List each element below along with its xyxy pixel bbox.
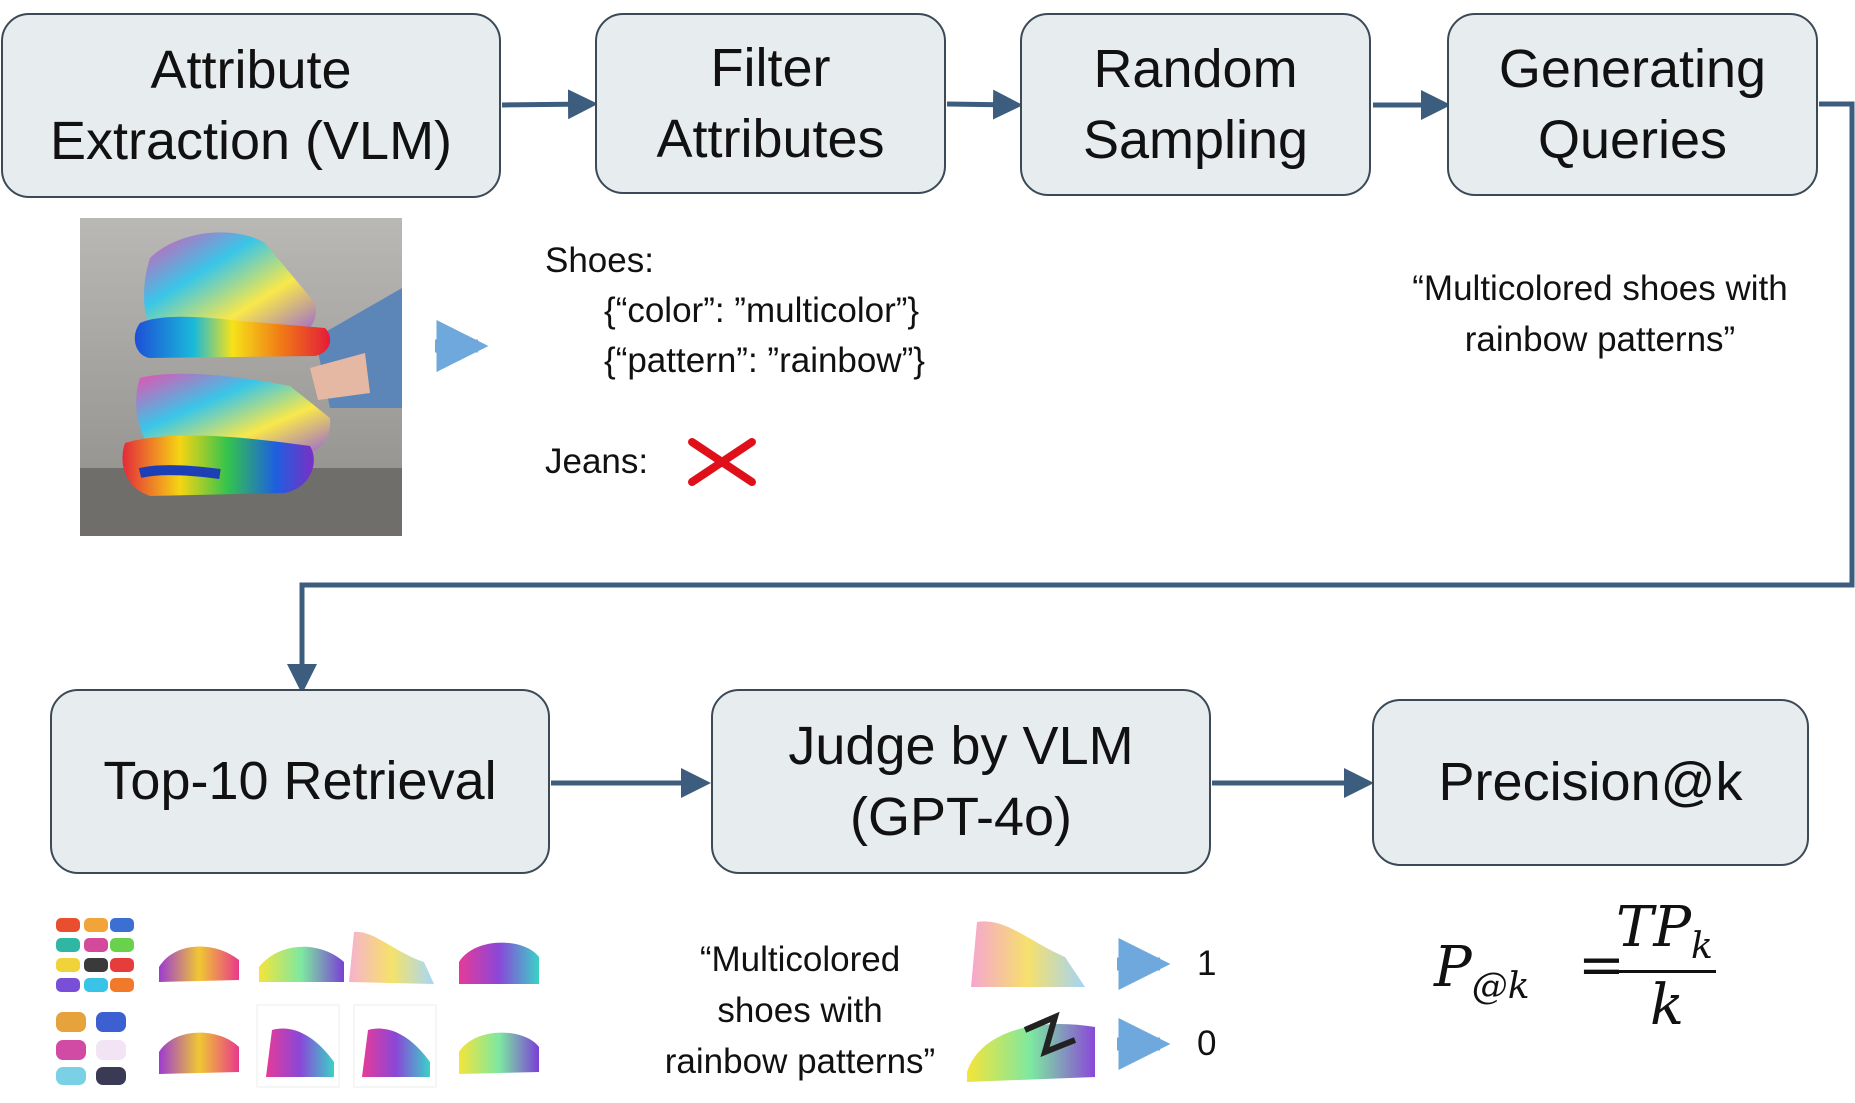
step-precision-at-k-label: Precision@k (1438, 752, 1743, 813)
judged-shoe-thumbnails (967, 921, 1095, 1082)
step-top10-retrieval: Top-10 Retrieval (50, 689, 550, 874)
step-random-sampling-line1: Random (1093, 39, 1298, 100)
step-precision-at-k: Precision@k (1372, 699, 1809, 866)
judged-shoe-images (965, 912, 1105, 1087)
formula-equals: = (1578, 933, 1625, 998)
step-random-sampling: Random Sampling (1020, 13, 1371, 196)
input-shoe-image (80, 218, 402, 536)
arrow-queries-to-retrieval (287, 101, 1855, 694)
formula-numerator: TPk (1616, 895, 1713, 967)
step-judge-by-vlm-line1: Judge by VLM (788, 716, 1134, 777)
arrow-extract-to-filter (501, 89, 598, 120)
retrieved-shoe-thumbnails (56, 918, 539, 1088)
judge-query-line1: “Multicolored (699, 940, 901, 979)
formula-lhs-base: P (1434, 935, 1472, 1000)
judge-query-line3: rainbow patterns” (664, 1041, 936, 1081)
precision-formula: P@k = TPk k (1430, 895, 1730, 1045)
attr-jeans-label: Jeans: (545, 442, 649, 481)
step-filter-attributes: Filter Attributes (595, 13, 946, 194)
thumb-r1-c1 (56, 918, 134, 992)
formula-lhs-subscript: @k (1471, 966, 1530, 1008)
judge-query: “Multicolored shoes with rainbow pattern… (620, 935, 980, 1087)
generated-query-line1: “Multicolored shoes with (1412, 269, 1788, 308)
step-random-sampling-line2: Sampling (1082, 109, 1309, 170)
formula-numerator-subscript: k (1691, 926, 1713, 968)
step-generating-queries-line1: Generating (1498, 39, 1767, 100)
step-generating-queries: Generating Queries (1447, 13, 1818, 196)
step-top10-retrieval-label: Top-10 Retrieval (103, 751, 497, 812)
attr-color: {“color”: ”multicolor”} (604, 291, 920, 330)
formula-lhs: P@k (1434, 935, 1530, 1007)
judge-query-line2: shoes with (717, 990, 883, 1030)
generated-query: “Multicolored shoes with rainbow pattern… (1340, 264, 1855, 366)
step-attribute-extraction-line1: Attribute (150, 40, 352, 101)
judgement-score-0: 0 (1197, 1024, 1217, 1063)
step-filter-attributes-line2: Attributes (656, 108, 885, 169)
formula-denominator: k (1650, 973, 1684, 1038)
formula-fraction-bar (1616, 970, 1716, 973)
step-filter-attributes-line1: Filter (710, 38, 831, 99)
step-attribute-extraction-line2: Extraction (VLM) (49, 110, 453, 171)
thumb-r2-c1 (56, 1012, 126, 1085)
step-generating-queries-line2: Queries (1537, 109, 1728, 170)
formula-numerator-base: TP (1616, 895, 1692, 960)
arrow-filter-to-sampling (946, 89, 1023, 120)
step-judge-by-vlm: Judge by VLM (GPT-4o) (711, 689, 1211, 874)
attr-pattern: {“pattern”: ”rainbow”} (604, 341, 925, 380)
step-judge-by-vlm-line2: (GPT-4o) (849, 786, 1073, 847)
attr-shoes-label: Shoes: (545, 241, 654, 280)
judgement-score-1: 1 (1197, 944, 1217, 983)
step-attribute-extraction: Attribute Extraction (VLM) (1, 13, 501, 198)
red-x-icon (688, 438, 756, 486)
generated-query-line2: rainbow patterns” (1464, 319, 1736, 359)
retrieved-thumbnails (54, 912, 554, 1092)
rainbow-sneakers-illustration (80, 218, 402, 536)
